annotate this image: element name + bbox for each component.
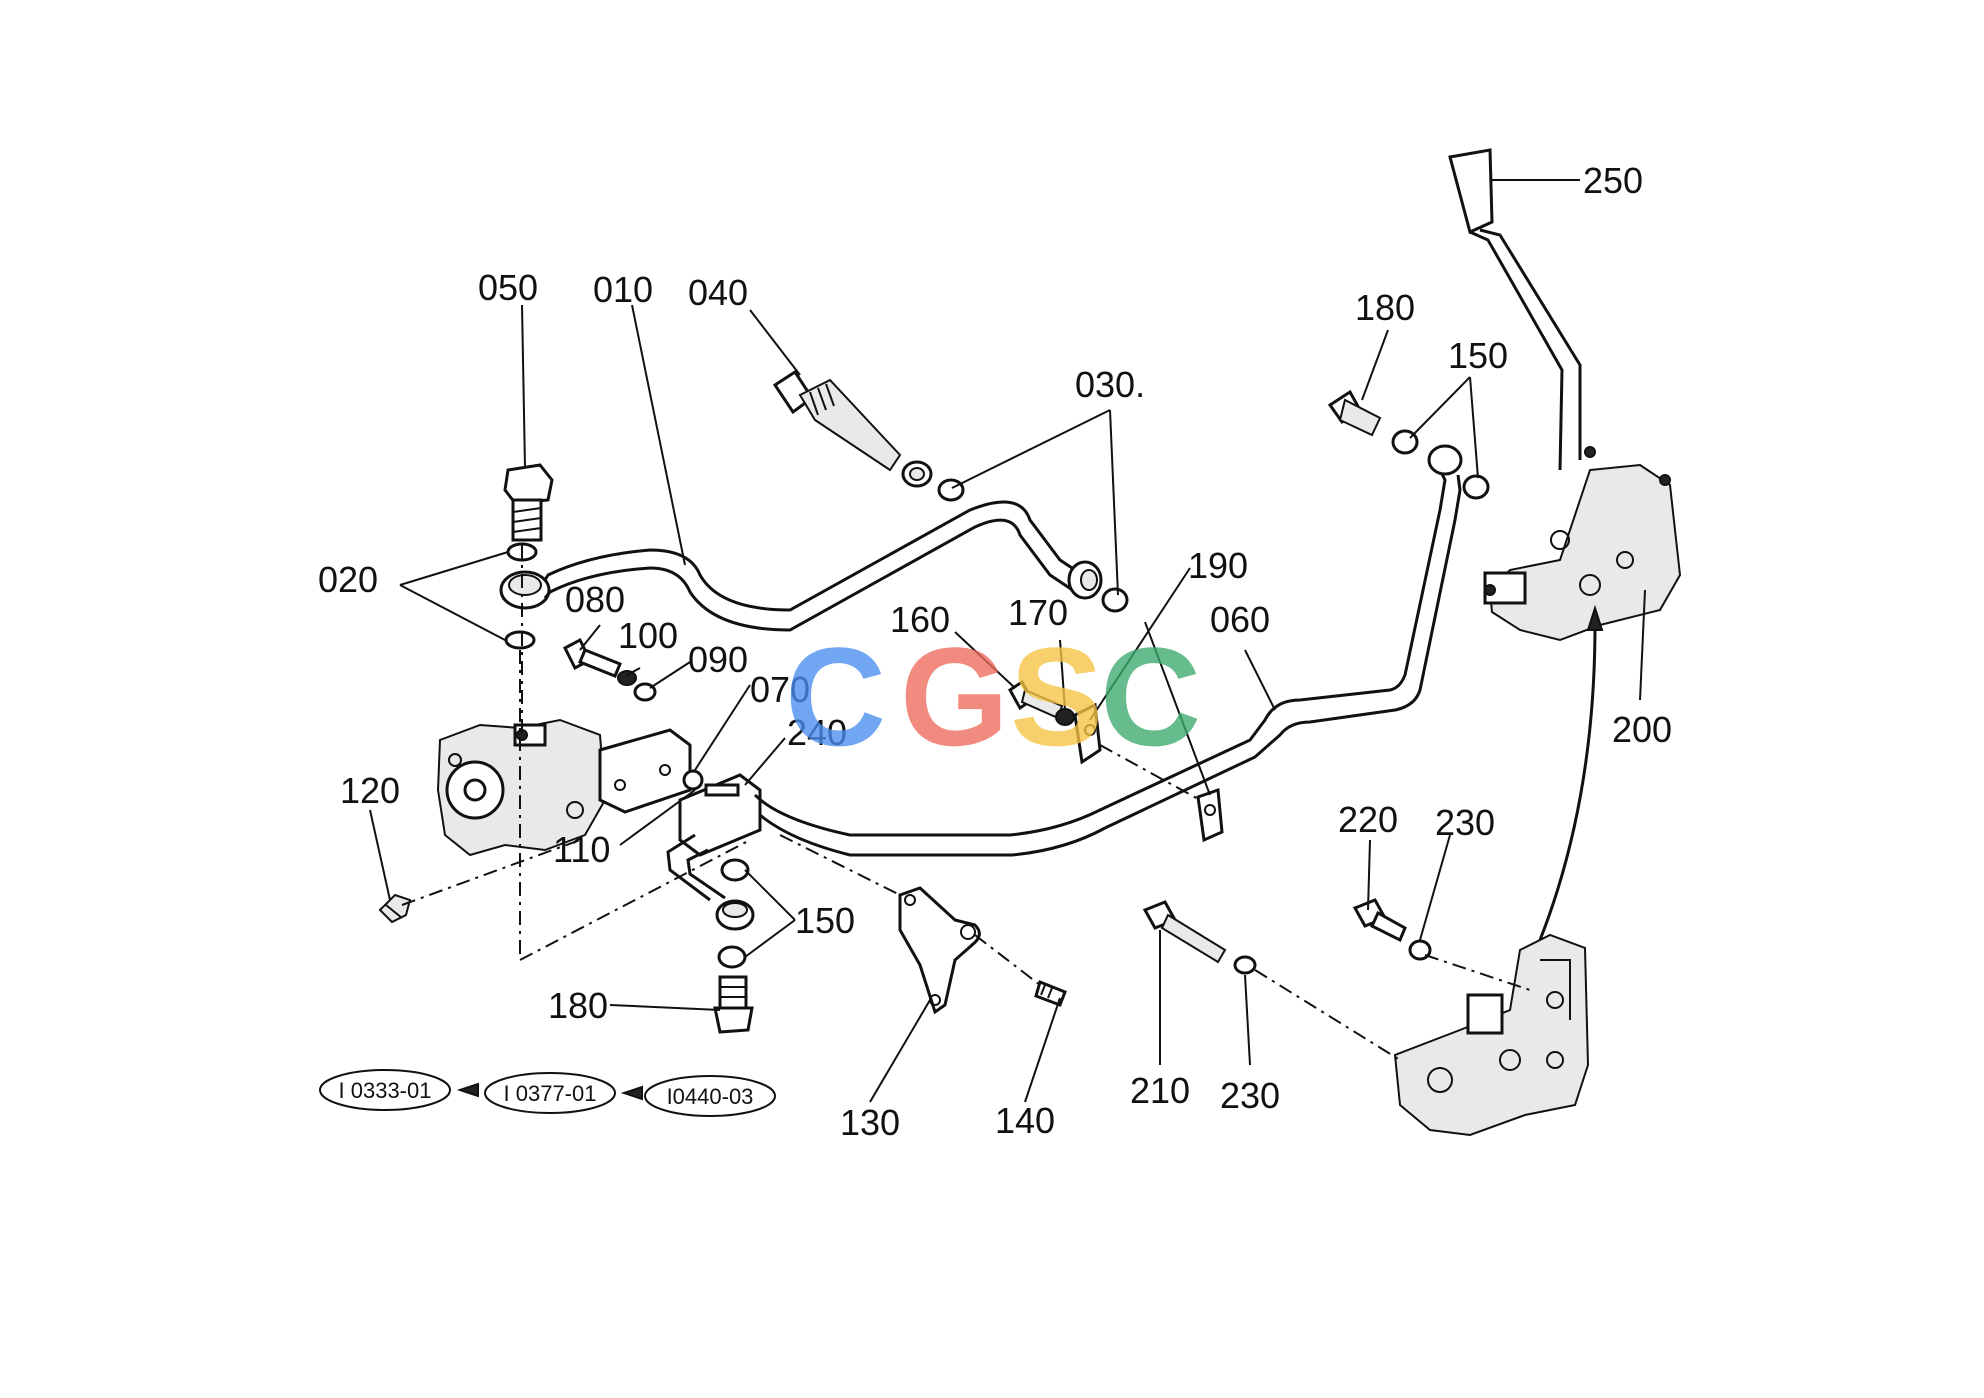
leader-lines [369,179,1646,1103]
washer-230-lower [1233,955,1257,975]
label-180-upper: 180 [1355,287,1415,328]
label-080: 080 [565,579,625,620]
washer-230-upper [1408,939,1432,961]
label-190: 190 [1188,545,1248,586]
watermark-letter-c2: C [1100,618,1201,775]
relief-valve-040 [772,369,933,488]
bolt-080 [563,637,622,678]
serial-bubble-2 [484,1072,616,1114]
label-150-upper: 150 [1448,335,1508,376]
block-070 [598,728,692,814]
banjo-bolt-180-upper [1327,389,1382,437]
label-090: 090 [688,639,748,680]
serial-reference-chain: I 0333-01 I 0377-01 I0440-03 [319,1069,776,1117]
label-040: 040 [688,272,748,313]
clamp-190-upper [1073,702,1102,765]
label-030: 030. [1075,364,1145,405]
label-200: 200 [1612,709,1672,750]
part-labels: 050 010 040 030. 020 080 100 090 070 240… [318,160,1672,1143]
washer-150-upper-b [1462,474,1490,500]
block-240 [678,773,762,857]
serial-ref-2: I 0377-01 [504,1081,597,1106]
label-230-upper: 230 [1435,802,1495,843]
serial-arrow-2 [620,1085,643,1101]
assembly-arrow [1538,624,1597,941]
watermark-letter-c1: C [785,618,886,775]
watermark-letter-g: G [900,618,1009,775]
label-110: 110 [553,829,610,870]
washer-030-lower [1101,587,1129,613]
serial-bubble-3 [644,1075,776,1117]
serial-arrow-1 [456,1082,479,1098]
banjo-fitting [499,570,551,610]
pipe-010 [543,500,1103,632]
pipe-060 [753,444,1463,857]
label-120: 120 [340,770,400,811]
label-170: 170 [1008,592,1068,633]
label-060: 060 [1210,599,1270,640]
label-180-lower: 180 [548,985,608,1026]
label-150-lower: 150 [795,900,855,941]
fitting-120 [378,893,412,924]
washer-020-lower [504,630,536,650]
watermark-logo: C G S C [785,618,1201,775]
serial-ref-3: I0440-03 [667,1084,754,1109]
label-020: 020 [318,559,378,600]
label-220: 220 [1338,799,1398,840]
o-ring-110 [682,769,704,791]
label-130: 130 [840,1102,900,1143]
label-070: 070 [750,669,810,710]
valve-body-lower [1393,933,1590,1137]
pipe-lower-return [666,833,755,931]
label-230-lower: 230 [1220,1075,1280,1116]
bolt-210 [1142,900,1227,964]
bolt-140 [1034,979,1067,1007]
label-140: 140 [995,1100,1055,1141]
label-010: 010 [593,269,653,310]
serial-bubble-1 [319,1069,451,1111]
banjo-bolt-050 [503,463,554,542]
lever-250 [1448,148,1582,471]
clamp-190-lower [1196,787,1224,843]
washer-150-lower-a [720,858,750,882]
label-210: 210 [1130,1070,1190,1111]
label-160: 160 [890,599,950,640]
banjo-bolt-180-lower [713,975,754,1034]
label-050: 050 [478,267,538,308]
assembly-lines [401,545,1531,1061]
bracket-130 [898,886,981,1015]
bolt-220 [1352,898,1407,943]
washer-030-upper [937,478,965,502]
control-valve-200 [1483,446,1682,642]
label-100: 100 [618,615,678,656]
arrow-head [1586,604,1604,631]
watermark-letter-s: S [1010,618,1103,775]
hydraulic-pump [436,718,607,857]
serial-ref-1: I 0333-01 [339,1078,432,1103]
label-250: 250 [1583,160,1643,201]
label-240: 240 [787,712,847,753]
washer-150-lower-b [717,945,747,969]
washer-100 [617,670,637,686]
